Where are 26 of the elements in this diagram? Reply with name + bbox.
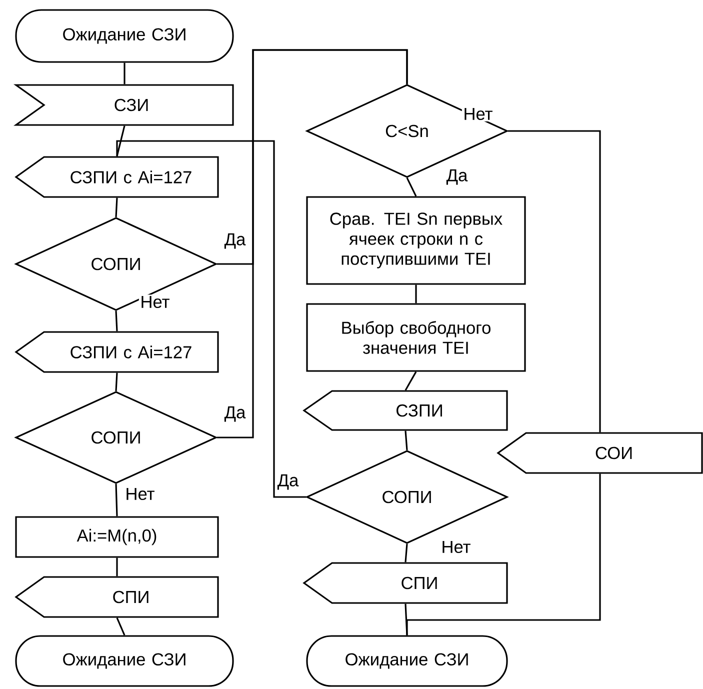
edge-label: Нет <box>124 486 156 502</box>
connector-line <box>216 49 408 438</box>
edge-label: Нет <box>462 106 494 122</box>
connector-line <box>415 284 417 304</box>
connector-line <box>406 177 417 197</box>
connector-line <box>115 372 118 392</box>
connector-line <box>115 198 118 218</box>
process-box: Срав. TEI Sn первых ячеек строки n с поступившими TEI <box>306 196 526 285</box>
edge-label: Нет <box>138 294 172 310</box>
connector-line <box>116 126 126 156</box>
connector-line <box>115 484 118 516</box>
connector-line <box>115 310 118 332</box>
connector-line <box>404 430 408 450</box>
edge-label: Да <box>276 472 300 492</box>
connector-line <box>116 140 306 498</box>
connector-line <box>116 558 118 576</box>
connector-line <box>404 371 417 391</box>
connector-line <box>124 62 126 84</box>
process-box: Выбор свободного значения TEI <box>306 303 526 372</box>
connector-line <box>116 617 126 636</box>
edge-label: Да <box>222 404 248 424</box>
connector-line <box>404 544 408 562</box>
connector-line <box>508 130 601 432</box>
process-box: Ai:=M(n,0) <box>15 516 219 558</box>
connector-line <box>406 474 601 636</box>
edge-label: Да <box>222 232 248 250</box>
